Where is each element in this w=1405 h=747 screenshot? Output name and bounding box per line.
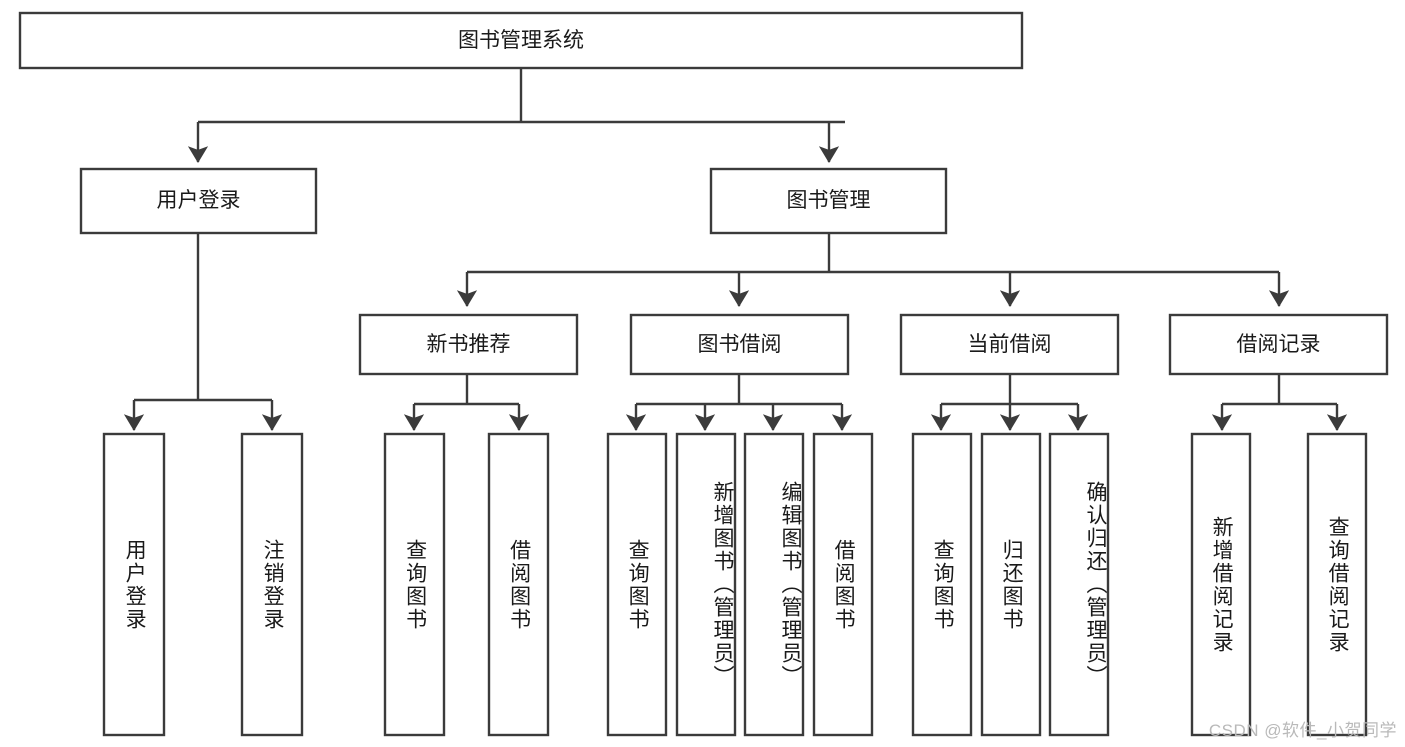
node-box-leaf-query-record[interactable]: [1306, 432, 1368, 737]
connector-bookborrow-to-leaves: [625, 374, 853, 432]
node-box-book-management[interactable]: [709, 167, 948, 235]
node-box-leaf-logout[interactable]: [240, 432, 304, 737]
node-box-leaf-add-book[interactable]: [675, 432, 737, 737]
connector-userlogin-to-leaves: [123, 233, 283, 432]
node-box-current-borrow[interactable]: [899, 313, 1120, 376]
node-box-leaf-query-book-3[interactable]: [911, 432, 973, 737]
node-box-leaf-borrow-book-1[interactable]: [487, 432, 550, 737]
node-box-leaf-user-login[interactable]: [102, 432, 166, 737]
node-box-leaf-add-record[interactable]: [1190, 432, 1252, 737]
node-box-leaf-query-book-2[interactable]: [606, 432, 668, 737]
node-box-leaf-confirm-return[interactable]: [1048, 432, 1110, 737]
node-box-leaf-borrow-book-2[interactable]: [812, 432, 874, 737]
node-box-leaf-edit-book[interactable]: [743, 432, 805, 737]
node-box-leaf-return-book[interactable]: [980, 432, 1042, 737]
node-box-borrow-records[interactable]: [1168, 313, 1389, 376]
node-box-new-book-recommend[interactable]: [358, 313, 579, 376]
node-box-leaf-query-book-1[interactable]: [383, 432, 446, 737]
connector-bookmgmt-to-level3: [456, 233, 1290, 308]
node-box-book-borrow[interactable]: [629, 313, 850, 376]
connector-root-to-level2: [187, 68, 845, 164]
node-box-user-login[interactable]: [79, 167, 318, 235]
connector-currentborrow-to-leaves: [930, 374, 1089, 432]
connector-newbook-to-leaves: [403, 374, 530, 432]
connector-borrowrecords-to-leaves: [1211, 374, 1348, 432]
node-box-root[interactable]: [18, 11, 1024, 70]
watermark-text: CSDN @软件_小贺同学: [1208, 721, 1397, 740]
